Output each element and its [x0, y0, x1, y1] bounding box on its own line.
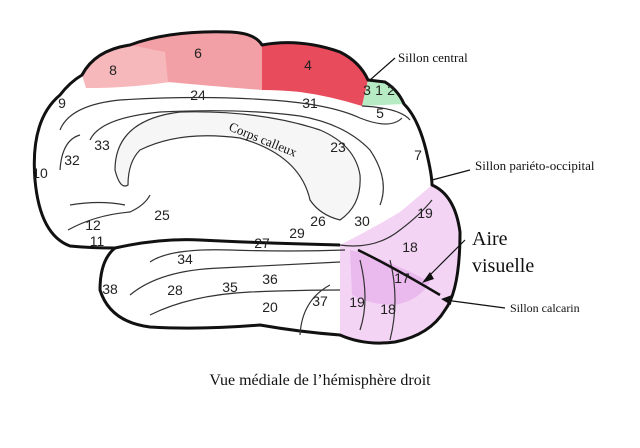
sulcus-temporal-4 — [299, 284, 331, 336]
sulcus-temporal-2 — [129, 261, 341, 296]
area-number-7: 7 — [414, 147, 422, 163]
area-number-20: 20 — [262, 299, 278, 315]
label-sillon-calcarin: Sillon calcarin — [510, 301, 580, 315]
label-aire-visuelle-2: visuelle — [472, 255, 534, 277]
area-number-29: 29 — [289, 225, 305, 241]
sulcus-occipital-1 — [339, 199, 433, 247]
visual-cortex-mid — [350, 250, 430, 305]
area-number-33: 33 — [94, 137, 110, 153]
area-number-34: 34 — [177, 251, 193, 267]
label-aire-visuelle-1: Aire — [472, 228, 508, 250]
pointer-sillon-calcarin-arrowhead — [441, 295, 452, 305]
sulcus-inner-5 — [69, 201, 126, 206]
area-number-32: 32 — [64, 152, 80, 168]
label-sillon-parieto-occipital: Sillon pariéto-occipital — [475, 158, 595, 173]
area-number-27: 27 — [254, 235, 270, 251]
area-number-9: 9 — [58, 95, 66, 111]
area-number-25: 25 — [154, 207, 170, 223]
area-number-38: 38 — [102, 281, 118, 297]
area-number-24: 24 — [190, 87, 206, 103]
sulcus-inner-3 — [59, 134, 81, 171]
area-number-26: 26 — [310, 213, 326, 229]
sulcus-occipital-2 — [359, 259, 366, 331]
pointer-parieto-occipital — [431, 169, 471, 181]
area-6-region — [130, 31, 262, 90]
area-number-18: 18 — [402, 239, 418, 255]
area-number-4: 4 — [304, 57, 312, 73]
area-number-8: 8 — [109, 62, 117, 78]
hemisphere-outline — [32, 30, 462, 345]
pointer-aire-visuelle-arrowhead — [422, 272, 434, 283]
sulcus-temporal-3 — [149, 289, 341, 316]
area-number-3: 3 — [363, 82, 371, 98]
sulcus-inner-4 — [67, 194, 151, 231]
temporal-notch — [114, 238, 341, 250]
area-number-23: 23 — [330, 139, 346, 155]
sulcus-inner-2 — [89, 110, 384, 206]
label-sillon-central: Sillon central — [398, 50, 468, 65]
area-number-2: 2 — [387, 82, 395, 98]
pointer-sillon-calcarin — [444, 299, 506, 309]
area-8-region — [82, 44, 170, 88]
area-number-28: 28 — [167, 282, 183, 298]
area-4-region — [262, 42, 368, 106]
area-number-10: 10 — [32, 165, 48, 181]
area-number-31: 31 — [302, 95, 318, 111]
sulcus-central-line — [361, 105, 411, 121]
area-number-37: 37 — [312, 293, 328, 309]
sulcus-temporal-1 — [149, 249, 346, 263]
area-number-19: 19 — [349, 294, 365, 310]
corps-calleux-shape — [114, 111, 361, 221]
sulcus-cingulate — [59, 96, 403, 131]
area-number-19: 19 — [417, 205, 433, 221]
area-number-6: 6 — [194, 45, 202, 61]
area-number-17: 17 — [394, 270, 410, 286]
area-number-36: 36 — [262, 271, 278, 287]
pointer-sillon-central — [369, 57, 396, 81]
sulcus-calcarin-line — [357, 248, 441, 297]
area-number-5: 5 — [376, 105, 384, 121]
area-number-12: 12 — [85, 217, 101, 233]
area-number-18: 18 — [380, 301, 396, 317]
area-312-region — [362, 80, 404, 106]
area-number-11: 11 — [90, 233, 105, 249]
area-number-30: 30 — [354, 213, 370, 229]
figure-caption: Vue médiale de l’hémisphère droit — [209, 372, 431, 389]
area-number-35: 35 — [222, 279, 238, 295]
pointer-aire-visuelle — [424, 239, 466, 281]
visual-cortex-region — [340, 185, 460, 344]
area-number-1: 1 — [375, 82, 383, 98]
